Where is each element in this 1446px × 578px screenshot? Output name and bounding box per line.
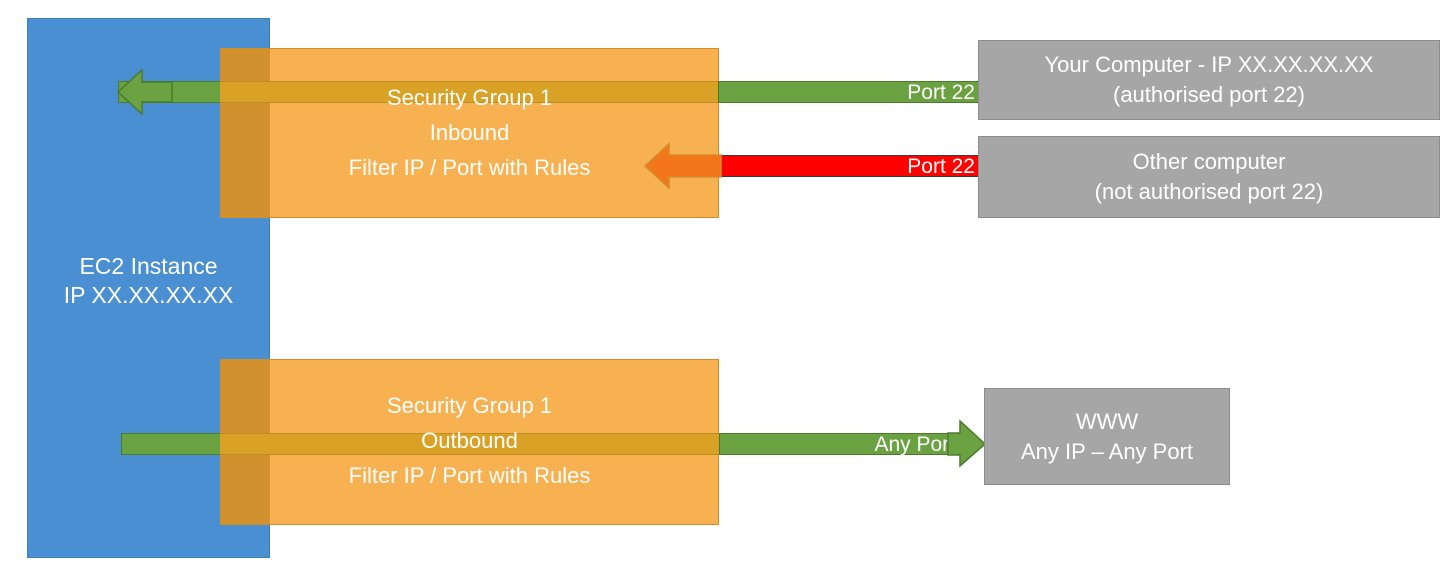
inbound-allowed-arrowhead-icon xyxy=(116,68,173,116)
ec2-instance-label: EC2 Instance IP XX.XX.XX.XX xyxy=(63,253,234,308)
outbound-allowed-arrowhead-icon xyxy=(947,419,987,468)
inbound-blocked-port-label: Port 22 xyxy=(907,155,975,178)
security-group-inbound-overlap xyxy=(220,48,270,218)
outbound-allowed-band-over-security-group xyxy=(220,433,719,455)
peer-other-computer-box: Other computer (not authorised port 22) xyxy=(978,136,1440,218)
outbound-allowed-port-label: Any Port xyxy=(874,433,955,456)
peer-www-box: WWW Any IP – Any Port xyxy=(984,388,1230,485)
inbound-allowed-band-over-security-group xyxy=(220,81,719,103)
inbound-allowed-port-label: Port 22 xyxy=(907,81,975,104)
security-group-inbound-box xyxy=(220,48,719,218)
inbound-blocked-arrowhead-icon xyxy=(643,142,722,190)
peer-your-computer-box: Your Computer - IP XX.XX.XX.XX (authoris… xyxy=(978,40,1440,120)
